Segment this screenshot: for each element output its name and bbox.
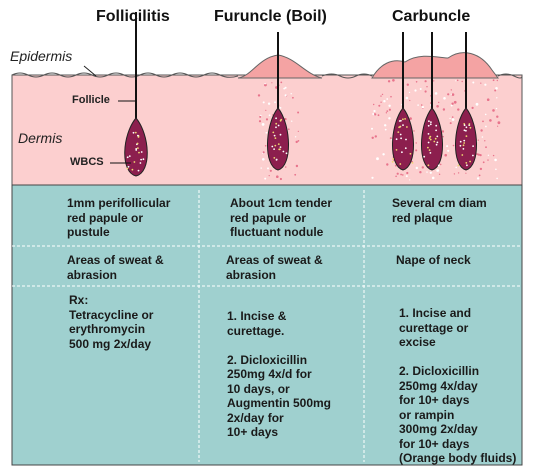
- header-folliculitis: Follicilitis: [96, 8, 170, 25]
- cell-furuncle-appearance: About 1cm tender red papule or fluctuant…: [230, 196, 333, 239]
- label-epidermis: Epidermis: [10, 48, 73, 64]
- cell-furuncle-location: Areas of sweat & abrasion: [226, 253, 323, 282]
- carbuncle-follicle-3: [455, 32, 477, 171]
- furuncle-follicle: [267, 32, 289, 171]
- comparison-table: [11, 184, 523, 466]
- header-furuncle: Furuncle (Boil): [214, 8, 327, 25]
- wbc-dots: [126, 117, 474, 172]
- epidermis-pointer: [83, 65, 97, 77]
- label-wbcs: WBCS: [70, 156, 104, 168]
- cell-folliculitis-location: Areas of sweat & abrasion: [67, 253, 164, 282]
- epidermis-surface: [11, 72, 523, 79]
- cell-folliculitis-appearance: 1mm perifollicular red papule or pustule: [67, 196, 171, 239]
- header-carbuncle: Carbuncle: [392, 8, 471, 25]
- cell-furuncle-treatment: 1. Incise & curettage. 2. Dicloxicillin …: [227, 309, 332, 439]
- carbuncle-swelling: [371, 52, 499, 79]
- cell-carbuncle-appearance: Several cm diam red plaque: [392, 196, 487, 225]
- cell-carbuncle-treatment: 1. Incise and curettage or excise 2. Dic…: [399, 306, 517, 465]
- carbuncle-follicle-2: [421, 32, 443, 171]
- folliculitis-follicle: [124, 12, 148, 177]
- table-row-dividers: [12, 190, 522, 462]
- furuncle-swelling: [237, 54, 323, 79]
- carbuncle-follicle-1: [392, 32, 414, 171]
- label-dermis: Dermis: [18, 130, 63, 146]
- cell-carbuncle-location: Nape of neck: [396, 253, 471, 267]
- label-follicle: Follicle: [72, 94, 110, 106]
- cell-folliculitis-treatment: Rx: Tetracycline or erythromycin 500 mg …: [69, 293, 154, 351]
- dermis-layer: [11, 74, 523, 186]
